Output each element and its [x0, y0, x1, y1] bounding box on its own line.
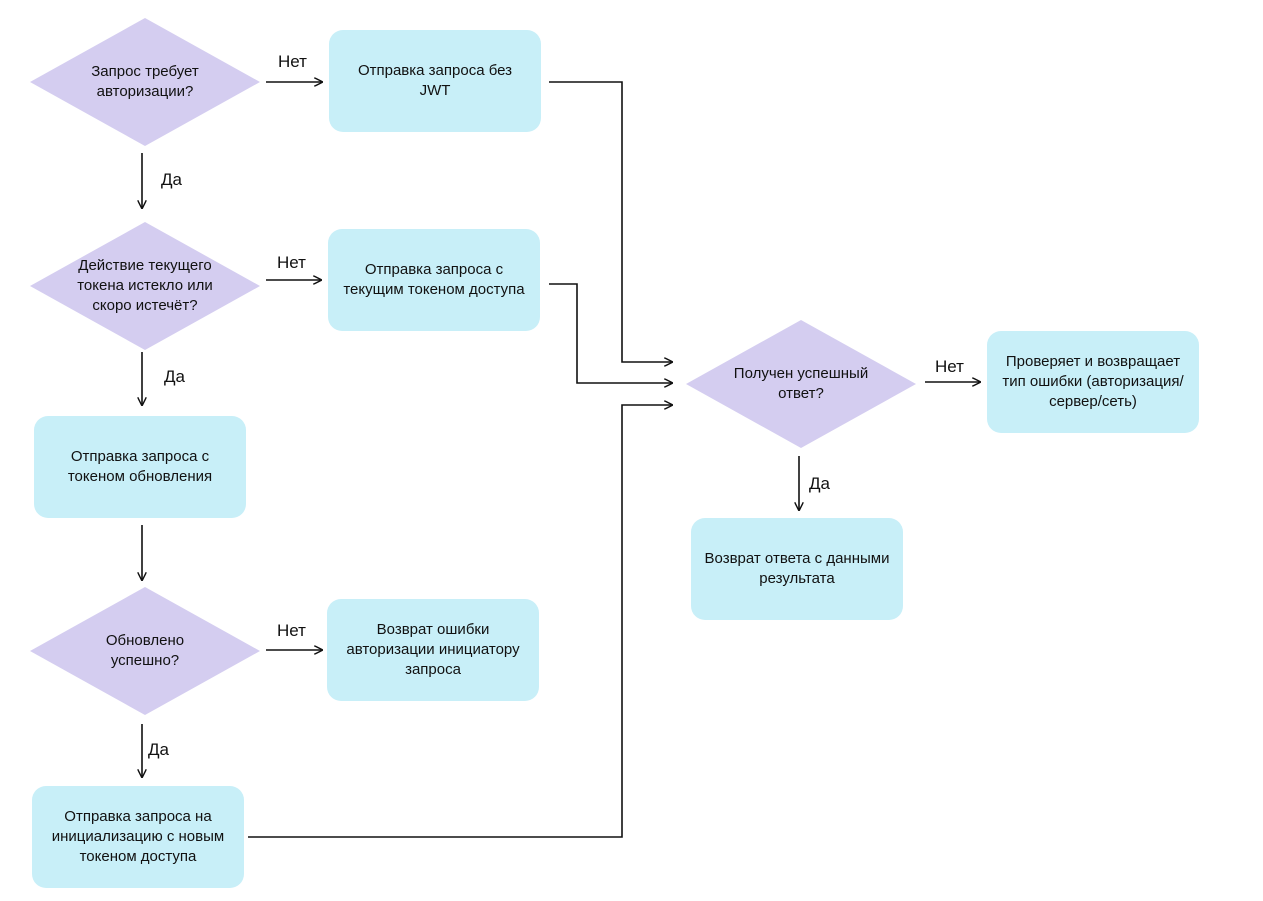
diamond-shape [686, 320, 916, 448]
edge-label-yes: Да [164, 367, 185, 386]
process-send-without-jwt: Отправка запроса без JWT [329, 30, 541, 132]
diamond-shape [30, 18, 260, 146]
edge-label-yes: Да [161, 170, 182, 189]
process-send-init-with-new-token: Отправка запроса на инициализацию с новы… [32, 786, 244, 888]
process-send-with-refresh-token-text: Отправка запроса с токеном обновления [67, 448, 213, 485]
arrow-b5-to-d4 [248, 405, 672, 838]
edge-label-no: Нет [277, 621, 306, 640]
process-check-error-type: Проверяет и возвращает тип ошибки (автор… [987, 331, 1199, 433]
process-return-result: Возврат ответа с данными результата [691, 518, 903, 620]
process-return-result-text: Возврат ответа с данными результата [704, 550, 890, 587]
process-send-with-access-token-text: Отправка запроса с текущим токеном досту… [343, 261, 525, 298]
decision-requires-auth-text: Запрос требует авторизации? [91, 63, 199, 100]
decision-refresh-success-text: Обновлено успешно? [105, 632, 185, 669]
edge-label-no: Нет [278, 52, 307, 71]
decision-refresh-success: Обновлено успешно? [30, 587, 260, 715]
edge-label-no: Нет [935, 357, 964, 376]
process-send-with-refresh-token: Отправка запроса с токеном обновления [34, 416, 246, 518]
process-return-auth-error: Возврат ошибки авторизации инициатору за… [327, 599, 539, 701]
diamond-shape [30, 587, 260, 715]
process-send-with-access-token: Отправка запроса с текущим токеном досту… [328, 229, 540, 331]
decision-token-expired-text: Действие текущего токена истекло или ско… [77, 257, 213, 314]
arrow-b1-to-d4 [549, 81, 672, 362]
process-check-error-type-text: Проверяет и возвращает тип ошибки (автор… [1002, 353, 1184, 410]
edge-label-yes: Да [809, 474, 830, 493]
process-return-auth-error-text: Возврат ошибки авторизации инициатору за… [346, 621, 520, 678]
arrow-b2-to-d4 [549, 283, 672, 383]
decision-success-response: Получен успешный ответ? [686, 320, 916, 448]
edge-label-yes: Да [148, 740, 169, 759]
diamond-shape [30, 222, 260, 350]
decision-requires-auth: Запрос требует авторизации? [30, 18, 260, 146]
decision-success-response-text: Получен успешный ответ? [733, 365, 869, 402]
decision-token-expired: Действие текущего токена истекло или ско… [30, 222, 260, 350]
process-send-init-with-new-token-text: Отправка запроса на инициализацию с новы… [51, 808, 225, 865]
edge-label-no: Нет [277, 253, 306, 272]
process-send-without-jwt-text: Отправка запроса без JWT [357, 62, 513, 99]
